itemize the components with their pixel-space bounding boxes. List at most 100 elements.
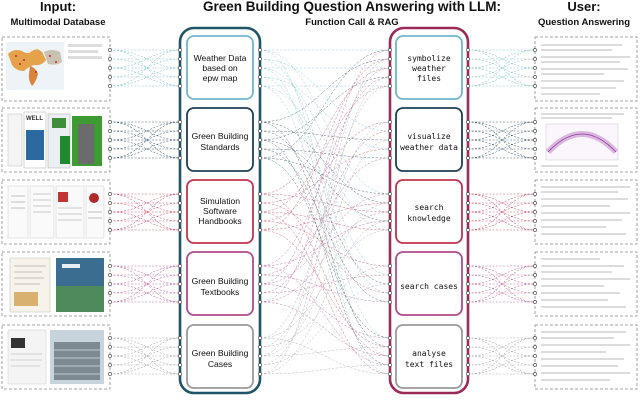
connection-curve xyxy=(259,49,391,159)
port-dot xyxy=(533,336,537,340)
port-dot xyxy=(258,66,262,70)
port-dot xyxy=(108,264,112,268)
port-dot xyxy=(466,219,470,223)
port-dot xyxy=(178,75,182,79)
standards-covers-thumbnail: WELL xyxy=(1,107,111,173)
port-dot xyxy=(108,48,112,52)
port-dot xyxy=(388,291,392,295)
port-dot xyxy=(388,273,392,277)
input-title: Input: xyxy=(40,0,76,14)
port-dot xyxy=(466,228,470,232)
port-dot xyxy=(388,228,392,232)
port-dot xyxy=(178,354,182,358)
port-dot xyxy=(108,84,112,88)
connection-curve xyxy=(109,121,181,141)
port-dot xyxy=(178,291,182,295)
port-dot xyxy=(466,84,470,88)
port-dot xyxy=(466,66,470,70)
connection-curve xyxy=(109,121,181,159)
connection-curve xyxy=(109,202,181,222)
port-dot xyxy=(108,201,112,205)
connection-ports xyxy=(108,48,537,376)
port-dot xyxy=(178,129,182,133)
connection-curve xyxy=(109,49,181,87)
port-dot xyxy=(258,75,262,79)
port-dot xyxy=(388,147,392,151)
connection-curve xyxy=(109,274,181,294)
port-dot xyxy=(108,372,112,376)
connection-curve xyxy=(467,193,536,213)
port-dot xyxy=(178,336,182,340)
port-dot xyxy=(108,210,112,214)
textbook-covers-thumbnail xyxy=(1,251,111,317)
port-dot xyxy=(533,210,537,214)
connection-lines xyxy=(109,49,536,375)
connection-curve xyxy=(259,67,391,213)
port-dot xyxy=(258,300,262,304)
port-dot xyxy=(108,354,112,358)
connection-curve xyxy=(259,211,391,375)
port-dot xyxy=(108,156,112,160)
svg-text:WELL: WELL xyxy=(26,116,43,122)
connection-curve xyxy=(259,58,391,132)
port-dot xyxy=(178,138,182,142)
connection-curve xyxy=(259,67,391,195)
port-dot xyxy=(388,201,392,205)
connection-curve xyxy=(259,85,391,213)
connection-curve xyxy=(259,58,391,123)
port-dot xyxy=(178,282,182,286)
port-dot xyxy=(178,273,182,277)
port-dot xyxy=(258,363,262,367)
port-dot xyxy=(533,156,537,160)
diagram-subtitle: Function Call & RAG xyxy=(305,17,398,28)
port-dot xyxy=(388,156,392,160)
connection-curve xyxy=(259,76,391,150)
port-dot xyxy=(178,57,182,61)
connection-curve xyxy=(259,283,391,366)
connection-curve xyxy=(259,220,391,267)
port-dot xyxy=(258,192,262,196)
port-dot xyxy=(466,282,470,286)
port-dot xyxy=(108,300,112,304)
port-dot xyxy=(388,363,392,367)
port-dot xyxy=(258,336,262,340)
port-dot xyxy=(533,264,537,268)
port-dot xyxy=(178,363,182,367)
connection-curve xyxy=(109,130,181,150)
connection-curve xyxy=(109,346,181,366)
answer-text-thumbnail xyxy=(534,36,638,102)
connection-curve xyxy=(109,337,181,375)
port-dot xyxy=(533,84,537,88)
port-dot xyxy=(108,147,112,151)
port-dot xyxy=(466,75,470,79)
port-dot xyxy=(178,147,182,151)
port-dot xyxy=(388,57,392,61)
port-dot xyxy=(258,57,262,61)
connection-curve xyxy=(109,121,181,141)
connection-curve xyxy=(259,283,391,339)
connection-curve xyxy=(259,220,391,375)
port-dot xyxy=(108,129,112,133)
port-dot xyxy=(466,129,470,133)
port-dot xyxy=(466,300,470,304)
answer-thumbnails xyxy=(534,36,638,390)
port-dot xyxy=(533,300,537,304)
connection-curve xyxy=(259,58,391,357)
port-dot xyxy=(388,48,392,52)
port-dot xyxy=(466,210,470,214)
connection-curve xyxy=(109,67,181,87)
port-dot xyxy=(466,147,470,151)
connection-curve xyxy=(467,211,536,231)
connection-curve xyxy=(109,193,181,231)
port-dot xyxy=(258,201,262,205)
port-dot xyxy=(108,75,112,79)
